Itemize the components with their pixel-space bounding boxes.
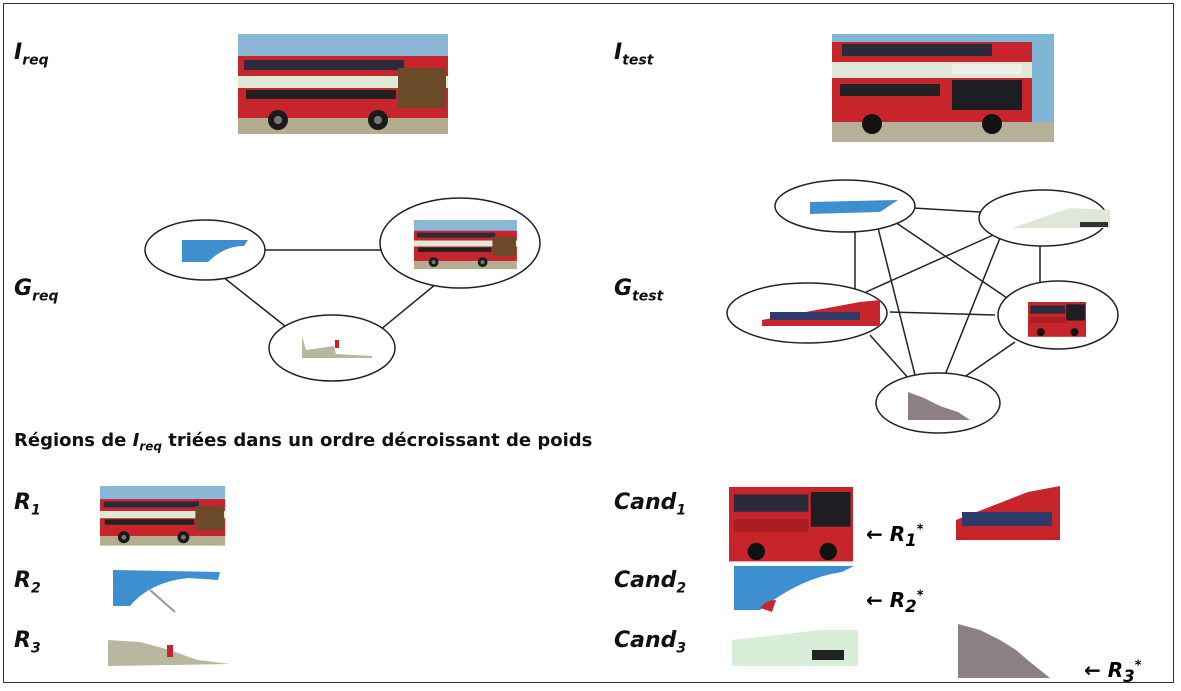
- image-i-req: [238, 34, 448, 134]
- cand2-region: [734, 566, 854, 612]
- edge: [959, 341, 1016, 381]
- image-i-test: [832, 34, 1054, 142]
- label-i-test: Itest: [614, 40, 654, 69]
- label-cand3: Cand3: [614, 628, 687, 657]
- label-r2: R2: [14, 568, 41, 597]
- graph-g-req: [144, 197, 541, 382]
- label-cand1: Cand1: [614, 490, 687, 519]
- edge: [865, 231, 1001, 293]
- label-g-test: Gtest: [614, 276, 664, 305]
- label-cand2: Cand2: [614, 568, 687, 597]
- edge: [379, 283, 437, 331]
- edge: [889, 311, 996, 316]
- label-g-req: Greq: [14, 276, 59, 305]
- label-r1: R1: [14, 490, 41, 519]
- arrow-r3-star: ← R3*: [1084, 658, 1142, 686]
- regions-caption: Régions de Ireq triées dans un ordre déc…: [14, 430, 593, 454]
- cand1-region-b: [956, 486, 1060, 540]
- region-sky: [182, 240, 248, 262]
- edge: [894, 221, 1011, 301]
- edge: [869, 334, 911, 381]
- edge: [217, 272, 291, 331]
- cand1-region-a: [729, 487, 853, 562]
- graph-g-test: [726, 179, 1119, 434]
- cand3-region-b: [958, 624, 1050, 678]
- edge: [877, 227, 916, 376]
- region-bus-front: [1028, 302, 1086, 337]
- cand3-region-a: [732, 630, 858, 666]
- region-r1: [100, 486, 226, 546]
- edge: [912, 207, 981, 213]
- arrow-r1-star: ← R1*: [866, 522, 924, 550]
- region-sky: [810, 200, 898, 214]
- arrow-r2-star: ← R2*: [866, 588, 924, 616]
- region-r2: [113, 570, 220, 613]
- label-r3: R3: [14, 628, 41, 657]
- edge: [944, 237, 1001, 376]
- node-ground: [875, 372, 1001, 434]
- region-ground: [908, 392, 970, 420]
- label-i-req: Ireq: [14, 40, 49, 69]
- region-r3: [108, 640, 230, 666]
- figure-frame: [3, 3, 1174, 683]
- region-ground: [302, 336, 372, 358]
- region-bus: [414, 220, 517, 269]
